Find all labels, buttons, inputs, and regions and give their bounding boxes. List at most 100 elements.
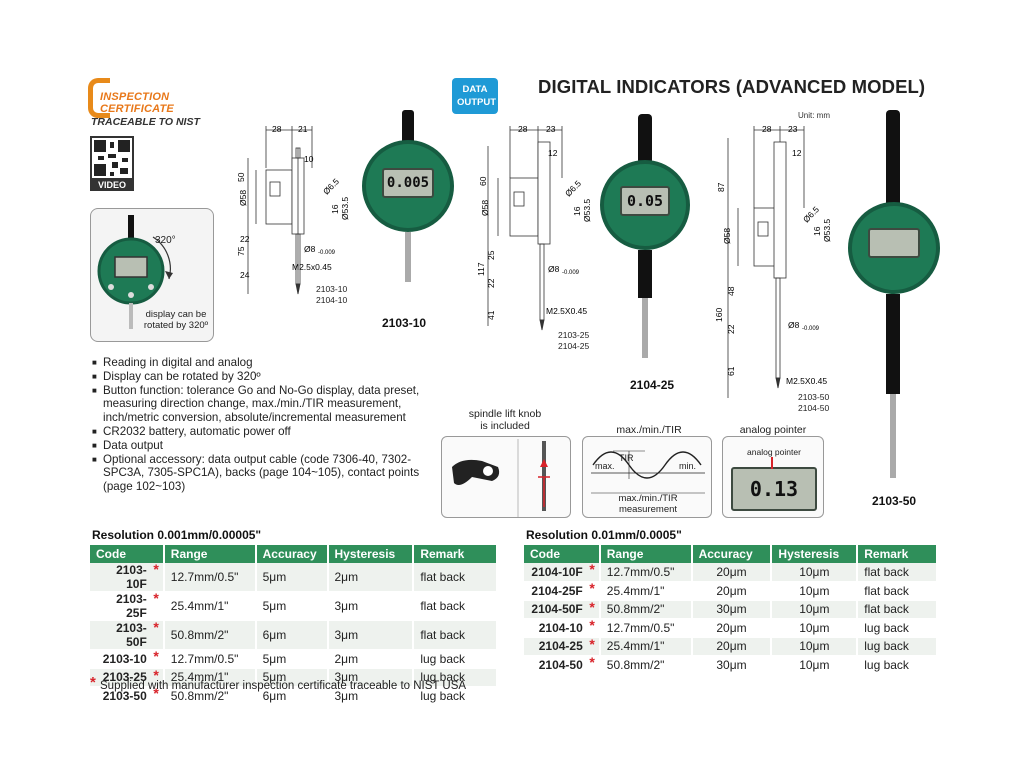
range-cell: 25.4mm/1"	[163, 668, 257, 687]
accuracy-cell: 20μm	[691, 637, 773, 656]
svg-text:117: 117	[476, 262, 486, 276]
star-icon: *	[153, 666, 159, 683]
remark-cell: lug back	[413, 686, 498, 706]
spindle-lift-knob-box	[441, 436, 571, 518]
accuracy-cell: 20μm	[691, 563, 773, 582]
star-icon: *	[153, 685, 159, 701]
svg-text:60: 60	[478, 176, 488, 186]
indicator-lcd: 0.005	[382, 168, 434, 198]
accuracy-cell: 30μm	[691, 600, 773, 619]
code-text: 2103-10F	[116, 563, 147, 591]
indicator-face: 0.05	[600, 160, 690, 250]
code-text: 2103-50	[102, 688, 147, 703]
svg-text:22: 22	[726, 324, 736, 334]
part-line-2104-50: 2104-50	[798, 403, 830, 413]
code-text: 2104-50	[538, 657, 583, 672]
range-cell: 50.8mm/2"	[163, 620, 257, 650]
data-output-badge: DATA OUTPUT	[452, 78, 498, 114]
remark-cell: flat back	[857, 581, 938, 601]
star-icon: *	[589, 654, 595, 670]
range-cell: 12.7mm/0.5"	[163, 563, 257, 592]
star-icon: *	[153, 590, 159, 606]
hysteresis-cell: 10μm	[771, 563, 859, 582]
code-cell: 2103-10F*	[90, 561, 165, 592]
indicator-face: 0.005	[362, 140, 454, 232]
footnote-text: Supplied with manufacturer inspection ce…	[100, 680, 467, 692]
svg-text:28: 28	[518, 124, 528, 134]
part-line-2103-50: 2103-50	[798, 392, 830, 402]
code-text: 2103-25F	[116, 592, 147, 620]
resolution-title-right: Resolution 0.01mm/0.0005"	[526, 528, 682, 542]
svg-text:Ø58: Ø58	[238, 190, 248, 206]
svg-text:Ø53.5: Ø53.5	[582, 199, 592, 222]
cert-line-3: TRACEABLE TO NIST	[91, 116, 200, 128]
analog-pointer-caption: analog pointer	[739, 424, 807, 436]
svg-text:Ø58: Ø58	[480, 200, 490, 216]
analog-pointer-lcd: 0.13	[731, 467, 817, 511]
svg-text:160: 160	[714, 308, 724, 322]
indicator-spindle	[890, 394, 896, 478]
indicator-2104-25: 0.05	[598, 112, 690, 382]
part-lines-2103-50: 2103-50 2104-50	[798, 392, 829, 414]
svg-text:12: 12	[792, 148, 802, 158]
hysteresis-cell: 10μm	[771, 600, 859, 619]
svg-text:50: 50	[236, 172, 246, 182]
column-header: Hysteresis	[327, 545, 415, 563]
tir-caption: max./min./TIR	[616, 424, 682, 436]
feature-item: Data output	[92, 439, 432, 453]
rotation-caption: display can be rotated by 320º	[141, 309, 211, 331]
svg-text:Ø53.5: Ø53.5	[822, 219, 832, 242]
part-lines-2104-25: 2103-25 2104-25	[558, 330, 589, 352]
rotating-indicator-illustration	[97, 215, 173, 329]
column-header: Range	[163, 545, 257, 563]
part-line-2103-25: 2103-25	[558, 330, 590, 340]
svg-text:61: 61	[726, 366, 736, 376]
range-cell: 12.7mm/0.5"	[599, 563, 693, 582]
footnote-star-icon: *	[90, 674, 96, 691]
svg-text:Ø58: Ø58	[722, 228, 732, 244]
range-cell: 25.4mm/1"	[599, 637, 693, 656]
column-header: Accuracy	[691, 545, 773, 563]
model-label-2104-25: 2104-25	[630, 378, 675, 392]
column-header: Code	[524, 545, 601, 563]
hysteresis-cell: 3μm	[327, 591, 415, 621]
code-cell: 2103-25F *	[90, 590, 165, 621]
svg-text:87: 87	[716, 182, 726, 192]
svg-text:23: 23	[788, 124, 798, 134]
code-cell: 2103-50F*	[90, 619, 165, 650]
code-text: 2103-10	[102, 651, 147, 666]
sine-wave-illustration	[591, 450, 705, 494]
remark-cell: lug back	[857, 655, 938, 675]
accuracy-cell: 6μm	[255, 686, 329, 706]
resolution-title-left: Resolution 0.001mm/0.00005"	[92, 528, 262, 542]
spindle-lift-knob-illustration	[452, 439, 550, 517]
feature-item: Reading in digital and analog	[92, 356, 432, 370]
remark-cell: lug back	[413, 668, 498, 687]
qr-code-icon[interactable]	[90, 136, 134, 180]
svg-text:M2.5X0.45: M2.5X0.45	[786, 376, 827, 386]
indicator-2103-10: 0.005	[362, 108, 454, 298]
code-text: 2103-25	[102, 670, 147, 685]
star-icon: *	[589, 598, 595, 615]
svg-text:Ø8: Ø8	[548, 264, 560, 274]
code-cell: 2103-50 *	[90, 685, 165, 706]
star-icon: *	[589, 635, 595, 652]
code-cell: 2104-50 *	[524, 654, 601, 675]
tir-min-label: min.	[679, 461, 697, 471]
part-line-2103-10: 2103-10	[316, 284, 348, 294]
cert-line-2: CERTIFICATE	[100, 103, 174, 115]
code-text: 2104-50F	[531, 602, 583, 617]
svg-text:22: 22	[486, 278, 496, 288]
certificate-bracket-icon	[88, 78, 110, 118]
column-header: Range	[599, 545, 693, 563]
inspection-certificate-logo: INSPECTION CERTIFICATE TRACEABLE TO NIST	[88, 78, 208, 128]
tir-bottom-line1: max./min./TIR	[618, 493, 678, 504]
tir-max-label: max.	[595, 461, 615, 471]
indicator-cap	[402, 110, 414, 144]
video-label[interactable]: VIDEO	[90, 180, 134, 191]
part-line-2104-25: 2104-25	[558, 341, 590, 351]
